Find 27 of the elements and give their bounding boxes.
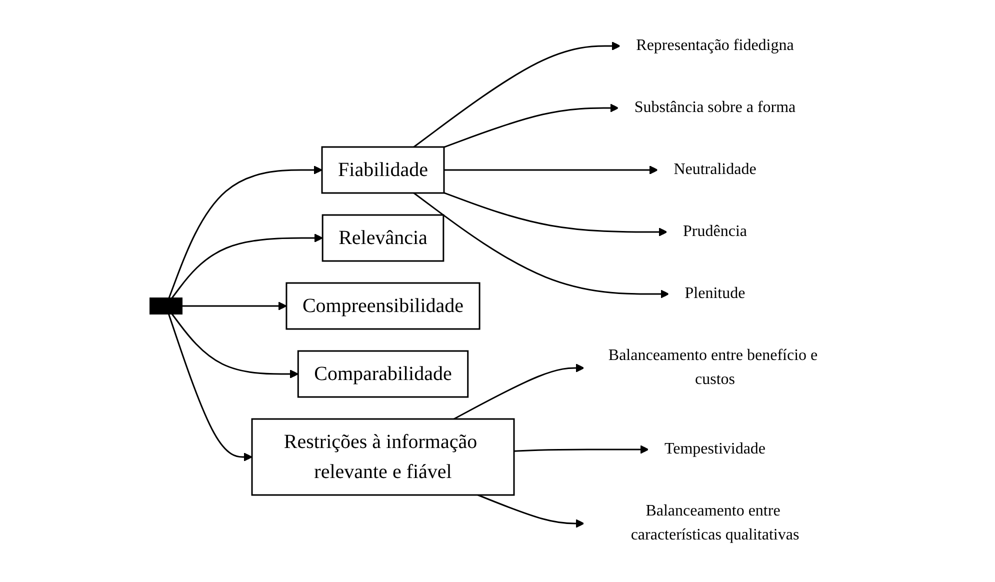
- node-bar: [149, 298, 182, 315]
- arrow: [168, 166, 322, 299]
- arrow: [167, 314, 252, 462]
- node-box: Fiabilidade: [320, 146, 444, 194]
- arrow: [477, 494, 584, 528]
- node-text: Balanceamento entre benefício e custos: [608, 347, 818, 388]
- node-text: Neutralidade: [673, 161, 756, 178]
- node-text: Substância sobre a forma: [634, 99, 796, 116]
- node-box: Restrições à informação relevante e fiável: [250, 418, 514, 496]
- arrow: [182, 302, 286, 311]
- arrow: [444, 166, 658, 175]
- arrow: [170, 234, 322, 299]
- node-text: Representação fidedigna: [636, 37, 794, 54]
- node-box: Comparabilidade: [296, 350, 468, 398]
- node-box: Relevância: [321, 214, 444, 262]
- node-text: Tempestividade: [664, 440, 766, 458]
- node-box: Compreensibilidade: [285, 282, 480, 330]
- arrow: [412, 42, 620, 148]
- node-text: Balanceamento entre características qualitativas: [630, 502, 799, 544]
- node-text: Prudência: [682, 223, 746, 240]
- arrow: [513, 445, 648, 454]
- arrow: [453, 364, 584, 420]
- arrow: [443, 104, 618, 148]
- arrow: [443, 192, 667, 237]
- arrow: [170, 314, 298, 379]
- node-text: Plenitude: [684, 285, 745, 302]
- arrow: [412, 192, 669, 299]
